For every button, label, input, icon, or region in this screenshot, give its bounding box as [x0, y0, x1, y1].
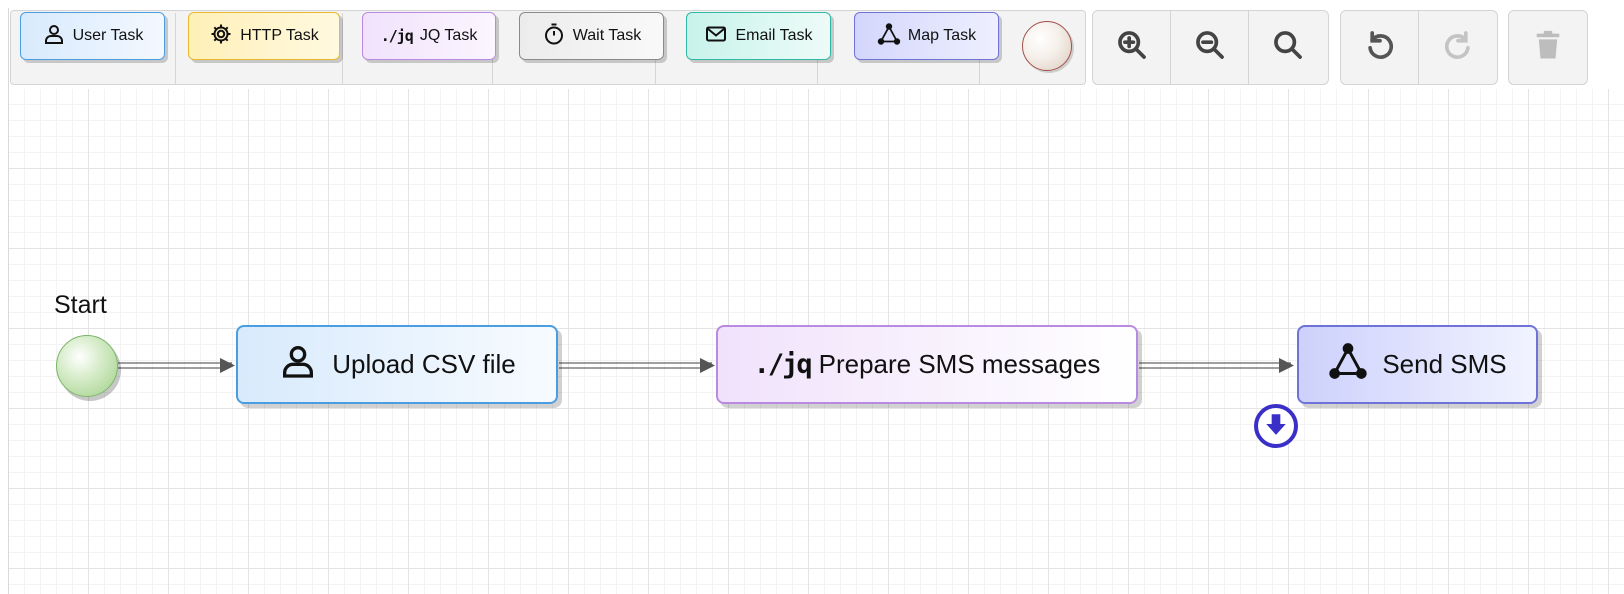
timer-icon [542, 22, 566, 51]
jq-task-label: JQ Task [419, 27, 478, 44]
undo-icon [1363, 28, 1397, 67]
zoom-out-icon [1193, 28, 1227, 67]
zoom-reset-button[interactable] [1249, 11, 1327, 84]
palette-separator [175, 13, 176, 84]
zoom-controls [1092, 10, 1329, 85]
redo-button[interactable] [1419, 11, 1497, 84]
jq-icon: ./jq [753, 349, 813, 380]
map-task-icon [1328, 341, 1368, 388]
user-task-label: User Task [72, 27, 144, 44]
map-task-label: Map Task [907, 27, 977, 44]
delete-button[interactable] [1509, 11, 1587, 84]
email-task-label: Email Task [735, 27, 813, 44]
zoom-out-button[interactable] [1171, 11, 1249, 84]
start-event[interactable] [56, 335, 118, 397]
gear-icon [209, 22, 233, 51]
jq-icon: ./jq [380, 27, 414, 45]
http-task-label: HTTP Task [240, 27, 319, 44]
upload-csv-task[interactable]: Upload CSV file [236, 325, 558, 404]
zoom-in-icon [1115, 28, 1149, 67]
email-task-button[interactable]: Email Task [686, 12, 831, 60]
start-event-label: Start [54, 291, 107, 319]
end-event-tool[interactable] [1022, 21, 1072, 71]
arrow-down-icon [1263, 411, 1289, 442]
send-sms-task[interactable]: Send SMS [1297, 325, 1538, 404]
http-task-button[interactable]: HTTP Task [188, 12, 340, 60]
wait-task-button[interactable]: Wait Task [519, 12, 664, 60]
history-controls [1340, 10, 1498, 85]
editor-frame [8, 8, 1618, 594]
boundary-event-badge[interactable] [1254, 404, 1298, 448]
envelope-icon [704, 22, 728, 51]
zoom-in-button[interactable] [1093, 11, 1171, 84]
delete-controls [1508, 10, 1588, 85]
jq-task-button[interactable]: ./jq JQ Task [362, 12, 496, 60]
map-task-button[interactable]: Map Task [854, 12, 999, 60]
redo-icon [1441, 28, 1475, 67]
map-task-icon [877, 22, 901, 51]
palette-separator [342, 13, 343, 84]
send-sms-task-label: Send SMS [1382, 349, 1507, 379]
upload-csv-task-label: Upload CSV file [332, 349, 516, 379]
wait-task-label: Wait Task [572, 27, 642, 44]
user-icon [42, 22, 66, 51]
prepare-sms-task[interactable]: ./jq Prepare SMS messages [716, 325, 1138, 404]
undo-button[interactable] [1341, 11, 1419, 84]
trash-icon [1531, 28, 1565, 67]
zoom-reset-icon [1271, 28, 1305, 67]
prepare-sms-task-label: Prepare SMS messages [818, 349, 1101, 379]
user-task-button[interactable]: User Task [20, 12, 165, 60]
user-icon [278, 341, 318, 388]
